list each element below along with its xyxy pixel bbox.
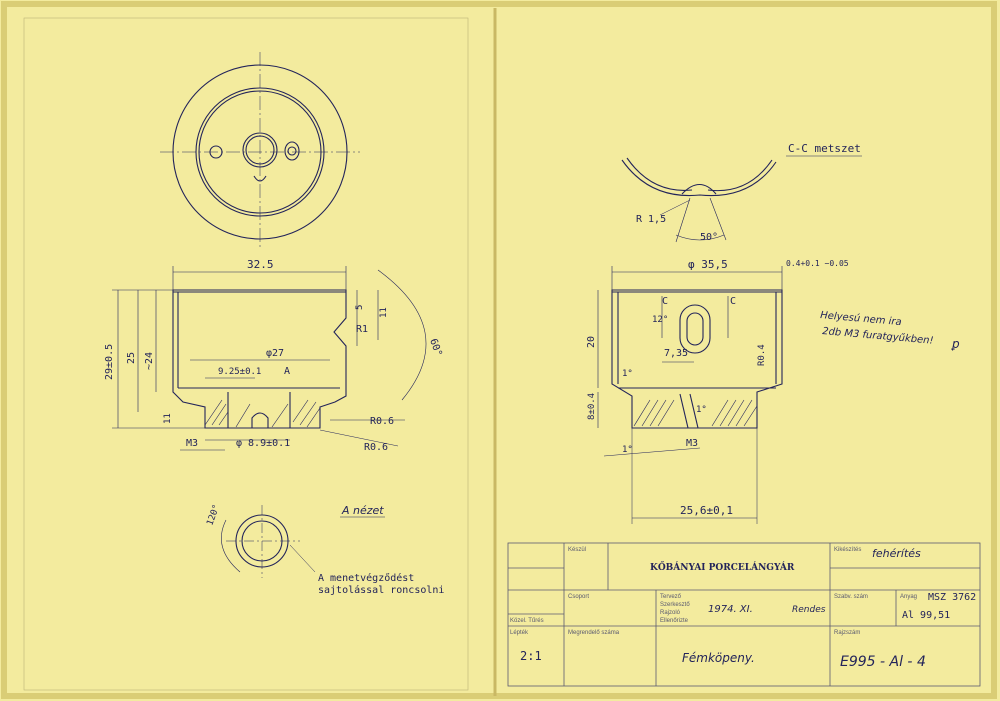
dim-h: 11 — [379, 307, 389, 318]
scale-value: 2:1 — [520, 649, 542, 663]
date-value: 1974. XI. — [708, 604, 753, 615]
a-view-note-1: A menetvégződést — [318, 572, 414, 584]
dim-25: 25 — [126, 352, 137, 364]
dim-11: 11 — [163, 413, 173, 424]
dim-1c: 1° — [622, 445, 633, 455]
a-view — [221, 505, 385, 578]
angle-arc-60 — [377, 269, 427, 401]
dim-29: 29±0.5 — [104, 344, 115, 380]
title-block — [507, 542, 981, 687]
kesz-label: Készül — [568, 547, 586, 553]
bottom-slot — [251, 412, 269, 428]
dim-24: ~24 — [144, 352, 155, 370]
dim-1b: 1° — [696, 405, 707, 415]
dim-r06a: R0.6 — [370, 416, 394, 427]
cc-inner-curve — [626, 157, 693, 191]
csoport-label: Csoport — [568, 594, 589, 600]
title-block-frame — [507, 542, 981, 687]
right-hatching — [633, 399, 758, 427]
megrendelo-label: Megrendelő száma — [568, 630, 620, 636]
label-c1: C — [662, 296, 668, 307]
right-view — [597, 266, 783, 524]
dim-256: 25,6±0,1 — [680, 504, 733, 517]
part-name: Fémköpeny. — [682, 651, 755, 665]
dim-735: 7,35 — [664, 348, 688, 359]
tervezo-label: Tervező — [660, 594, 682, 600]
anyag-value-2: Al 99,51 — [902, 610, 950, 621]
rajzolo-label: Rajzoló — [660, 610, 681, 616]
cc-title: C-C metszet — [788, 142, 861, 155]
right-slot-outer — [679, 304, 711, 354]
slot-hole-right — [284, 141, 300, 161]
left-drawing-frame — [23, 17, 469, 691]
dim-1a: 1° — [622, 369, 633, 379]
dim-m3-right: M3 — [686, 438, 698, 449]
szerkeszto-label: Szerkesztő — [660, 602, 690, 608]
dim-m3: M3 — [186, 438, 198, 449]
dim-8: 8±0.4 — [587, 393, 597, 420]
body-outline — [172, 289, 347, 429]
rajzszam-label: Rajzszám — [834, 630, 860, 636]
dim-phi355: φ 35,5 — [688, 258, 728, 271]
angle-arc-120 — [221, 519, 241, 573]
dim-r04: R0.4 — [757, 344, 767, 366]
szabv-label: Szabv. szám — [834, 594, 868, 600]
dim-r06b: R0.6 — [364, 442, 388, 453]
top-view — [160, 52, 360, 250]
dim-phi27: φ27 — [266, 348, 284, 359]
dim-r1: R1 — [356, 324, 368, 335]
ellenorizte-label: Ellenőrizte — [660, 618, 689, 624]
dim-5: 5 — [355, 305, 365, 310]
right-slot-inner — [686, 312, 704, 346]
section-a-label: A — [284, 366, 290, 377]
cc-outer-curve — [621, 159, 777, 197]
lepitek-label: Lépték — [510, 630, 529, 636]
drawing-number: E995 - Al - 4 — [840, 654, 926, 670]
handwritten-mark: ꝑ — [951, 337, 960, 351]
slot-hole-right-inner — [287, 146, 297, 156]
anyag-label: Anyag — [900, 594, 917, 600]
dim-20: 20 — [586, 336, 597, 348]
cc-section — [621, 155, 862, 243]
text-layer: 32.5 29±0.5 25 ~24 11 5 R1 11 60° φ27 9.… — [104, 142, 976, 670]
company-name: KŐBÁNYAI PORCELÁNGYÁR — [650, 560, 795, 573]
cc-radius: R 1,5 — [636, 214, 666, 225]
kikeszites-label: Kikészítés — [834, 547, 861, 553]
cc-bump — [681, 183, 717, 195]
dim-tol: 0.4+0.1 −0.05 — [786, 259, 849, 268]
a-view-note-2: sajtolással roncsolni — [318, 584, 444, 596]
dim-925: 9.25±0.1 — [218, 367, 261, 377]
kikeszites-value: fehérítés — [872, 547, 921, 560]
dim-phi89: φ 8.9±0.1 — [236, 438, 290, 449]
dim-width: 32.5 — [247, 258, 274, 271]
cc-angle: 50° — [700, 232, 718, 243]
kozel-label: Közel. Tűrés — [510, 618, 544, 624]
ink-layer — [112, 52, 981, 687]
section-hatching — [204, 399, 321, 428]
dim-12: 12° — [652, 315, 668, 325]
front-view — [112, 266, 427, 451]
a-view-title: A nézet — [341, 504, 384, 517]
label-c2: C — [730, 296, 736, 307]
signature: Rendes — [792, 605, 826, 615]
anyag-value-1: MSZ 3762 — [928, 592, 976, 603]
